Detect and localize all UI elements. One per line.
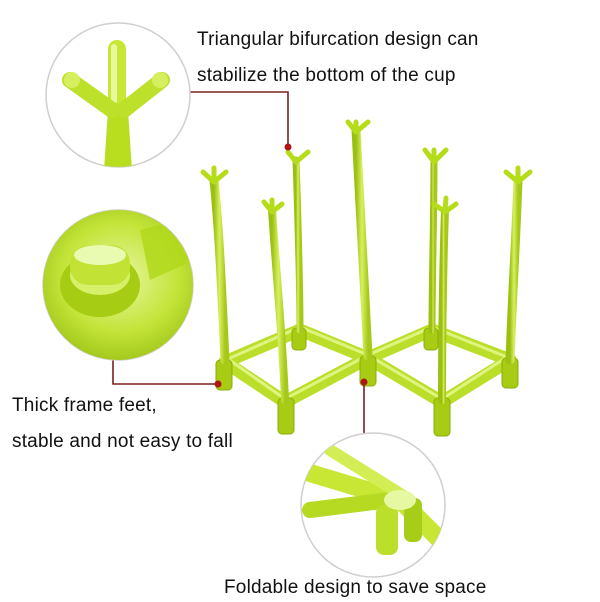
caption-foldable: Foldable design to save space — [224, 574, 486, 602]
detail-circle-fork — [45, 22, 191, 168]
detail-circle-hinge — [300, 432, 446, 578]
caption-feet-line-1: Thick frame feet, — [12, 395, 157, 416]
caption-foldable-line-1: Foldable design to save space — [224, 577, 487, 598]
caption-fork-line-2: stabilize the bottom of the cup — [197, 65, 456, 86]
caption-fork-design: Triangular bifurcation design can stabil… — [197, 26, 479, 90]
caption-frame-feet: Thick frame feet, stable and not easy to… — [12, 392, 233, 456]
rack-stems — [209, 125, 523, 404]
rack-forks — [200, 119, 533, 215]
leader-dots — [214, 143, 368, 388]
detail-circle-foot — [42, 209, 194, 361]
caption-fork-line-1: Triangular bifurcation design can — [197, 29, 479, 50]
drying-rack — [112, 91, 533, 440]
caption-feet-line-2: stable and not easy to fall — [12, 431, 233, 452]
